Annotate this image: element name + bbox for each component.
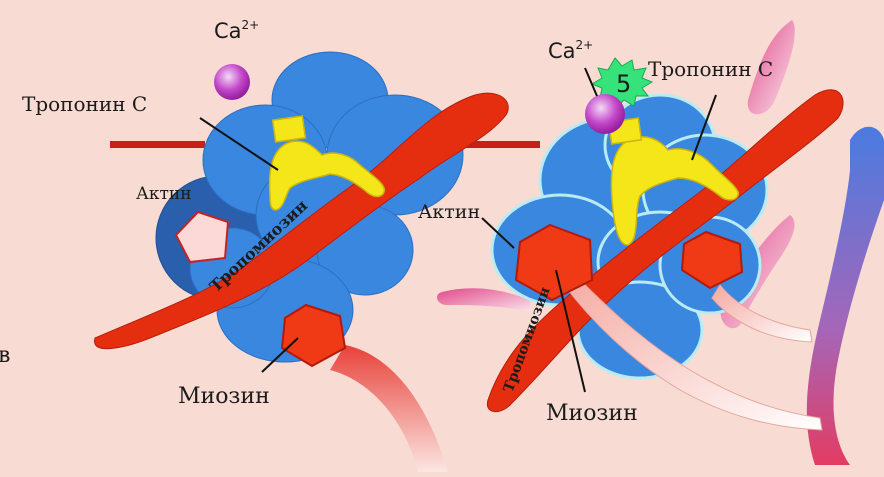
calcium-ion-bound-icon — [585, 94, 625, 134]
calcium-label-left: Ca2+ — [214, 18, 259, 43]
calcium-label-right: Ca2+ — [548, 38, 593, 63]
right-panel: 5 Ca2+ Тропонин С Актин Тропомиозин Миоз… — [418, 20, 884, 465]
myosin-tail — [330, 345, 448, 472]
myosin-label-left: Миозин — [178, 384, 270, 409]
actin-label-right: Актин — [418, 201, 480, 223]
thin-filament-line-left — [110, 141, 205, 148]
flash-number: 5 — [616, 70, 631, 98]
calcium-ion-icon — [214, 64, 250, 100]
troponin-c-label-right: Тропонин С — [648, 57, 773, 81]
left-panel: Ca2+ Тропонин С Актин Тропомиозин Миозин… — [0, 18, 540, 472]
blue-myosin-strand — [807, 127, 884, 465]
edge-letter: в — [0, 343, 10, 368]
myosin-label-right: Миозин — [546, 401, 638, 426]
actin-label-left: Актин — [136, 184, 192, 204]
troponin-c-label-left: Тропонин С — [22, 92, 147, 116]
